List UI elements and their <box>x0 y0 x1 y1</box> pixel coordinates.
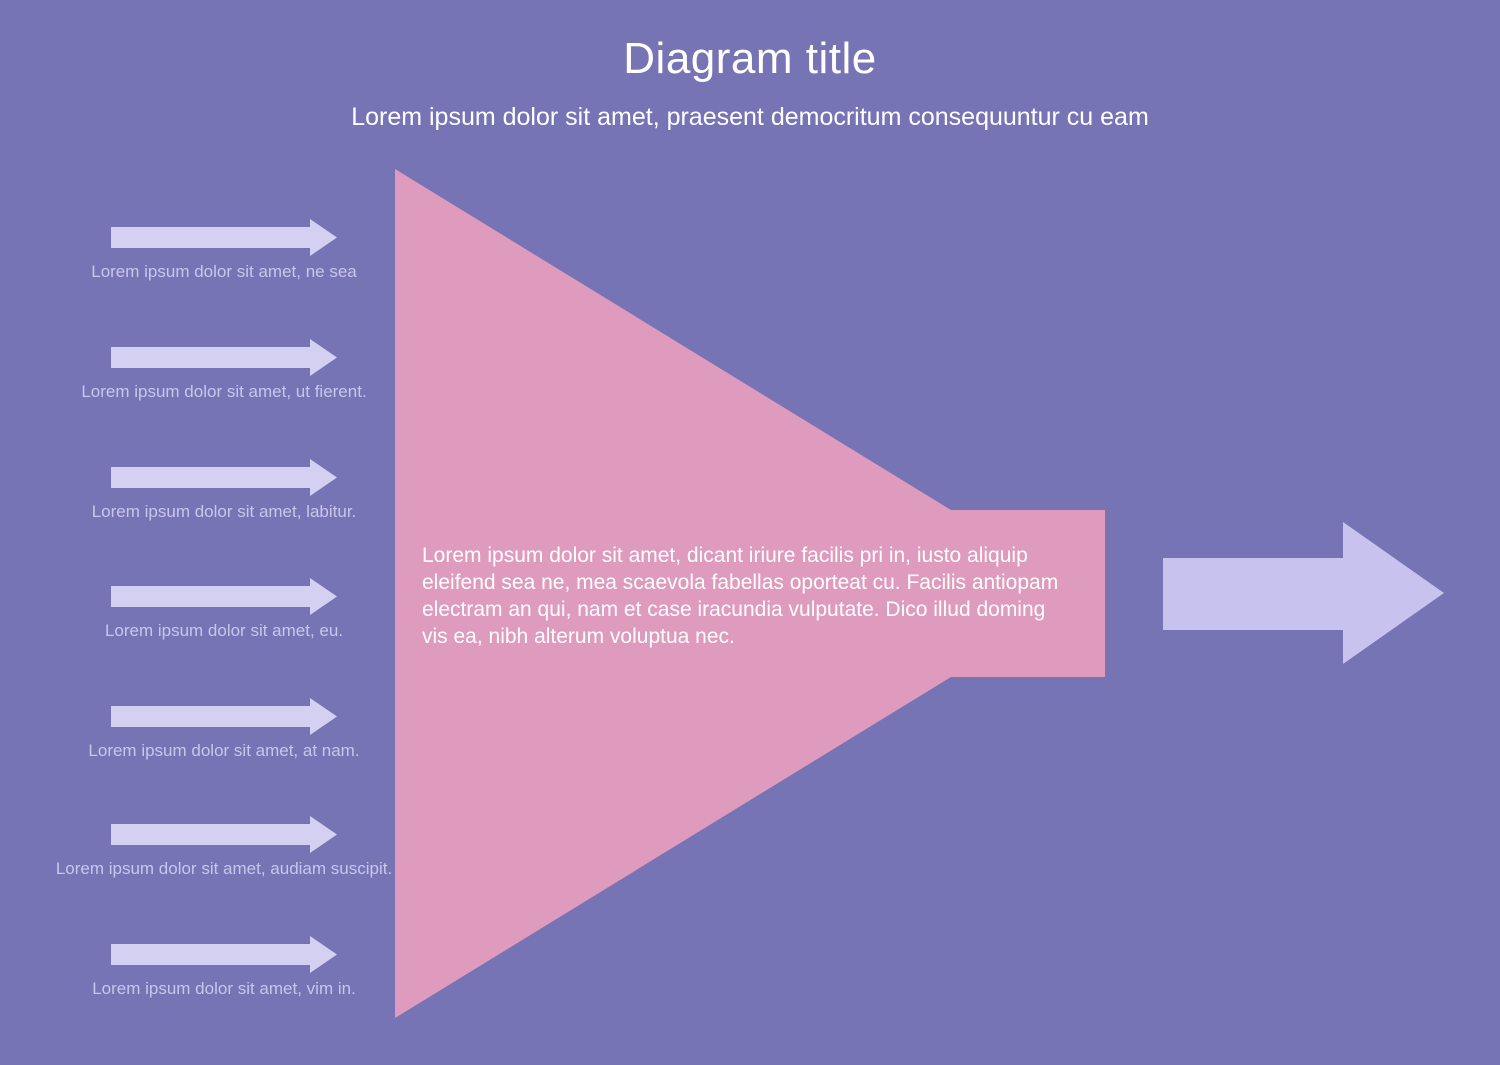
input-label: Lorem ipsum dolor sit amet, ut fierent. <box>81 382 367 401</box>
input-arrow-icon <box>111 816 337 853</box>
input-label: Lorem ipsum dolor sit amet, at nam. <box>88 741 360 760</box>
input-arrow-icon <box>111 578 337 615</box>
input-label: Lorem ipsum dolor sit amet, vim in. <box>92 979 356 998</box>
funnel-body-text: Lorem ipsum dolor sit amet, dicant iriur… <box>422 544 1059 648</box>
input-arrow-icon <box>111 459 337 496</box>
input-label: Lorem ipsum dolor sit amet, ne sea <box>91 262 357 281</box>
input-row-5: Lorem ipsum dolor sit amet, at nam. <box>0 698 448 761</box>
input-label: Lorem ipsum dolor sit amet, audiam susci… <box>55 859 393 878</box>
input-label: Lorem ipsum dolor sit amet, labitur. <box>91 502 357 521</box>
input-row-2: Lorem ipsum dolor sit amet, ut fierent. <box>0 339 448 402</box>
input-row-4: Lorem ipsum dolor sit amet, eu. <box>0 578 448 641</box>
input-row-6: Lorem ipsum dolor sit amet, audiam susci… <box>0 816 448 879</box>
input-label: Lorem ipsum dolor sit amet, eu. <box>104 621 344 640</box>
input-row-7: Lorem ipsum dolor sit amet, vim in. <box>0 936 448 999</box>
output-arrow-icon <box>1163 522 1444 664</box>
page-title: Diagram title <box>623 34 877 83</box>
input-arrow-icon <box>111 219 337 256</box>
input-row-3: Lorem ipsum dolor sit amet, labitur. <box>0 459 448 522</box>
input-arrow-icon <box>111 698 337 735</box>
input-arrow-icon <box>111 936 337 973</box>
input-arrow-icon <box>111 339 337 376</box>
funnel-shape <box>395 169 1105 1018</box>
input-row-1: Lorem ipsum dolor sit amet, ne sea <box>0 219 448 282</box>
page-subtitle: Lorem ipsum dolor sit amet, praesent dem… <box>351 103 1149 131</box>
